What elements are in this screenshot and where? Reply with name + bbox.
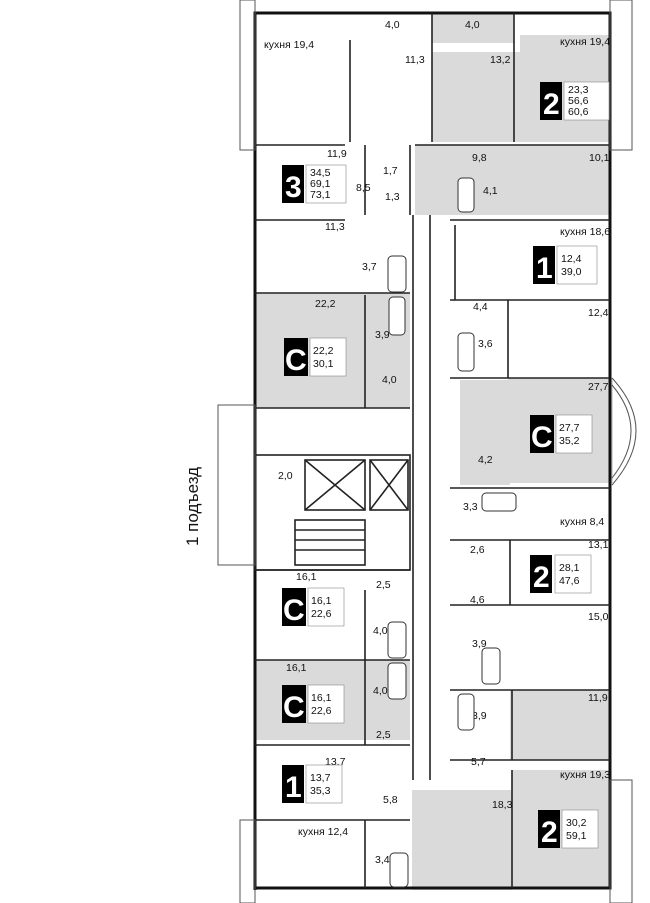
room-label: 11,9 bbox=[588, 692, 608, 704]
apartment-type: 1 bbox=[285, 771, 302, 804]
room-label: 4,0 bbox=[373, 685, 388, 697]
balconies bbox=[217, 0, 637, 903]
room-label: 22,2 bbox=[315, 298, 336, 310]
area-full: 59,1 bbox=[566, 830, 587, 842]
inner-walls bbox=[254, 13, 610, 888]
room-label: кухня 12,4 bbox=[298, 826, 348, 838]
apartment-type: С bbox=[531, 421, 553, 454]
area-full: 39,0 bbox=[561, 266, 582, 278]
room-label: 4,0 bbox=[373, 625, 388, 637]
area-total: 13,7 bbox=[310, 772, 331, 784]
room-label: 2,5 bbox=[376, 579, 391, 591]
room-label: 13,2 bbox=[490, 54, 511, 66]
area-living: 56,6 bbox=[568, 95, 589, 107]
entrance-label: 1 подъезд bbox=[183, 467, 202, 546]
room-label: 3,4 bbox=[375, 854, 390, 866]
room-label: 2,0 bbox=[278, 470, 293, 482]
room-labels: кухня 19,4 4,0 4,0 кухня 19,4 11,3 13,2 … bbox=[264, 19, 610, 866]
area-full: 47,6 bbox=[559, 575, 580, 587]
apartment-badge: 1 13,7 35,3 bbox=[282, 764, 343, 804]
room-label: кухня 8,4 bbox=[560, 516, 604, 528]
room-label: 3,6 bbox=[478, 338, 493, 350]
bathroom-fixtures bbox=[387, 177, 517, 888]
area-full: 35,2 bbox=[559, 435, 580, 447]
area-full: 22,6 bbox=[311, 608, 332, 620]
room-label: 12,4 bbox=[588, 307, 609, 319]
room-label: 11,9 bbox=[327, 148, 347, 160]
room-label: 3,7 bbox=[362, 261, 377, 273]
apartment-type: 1 bbox=[536, 252, 553, 285]
apartment-type: С bbox=[283, 594, 305, 627]
apartment-type: С bbox=[285, 344, 307, 377]
area-total: 23,3 bbox=[568, 84, 589, 96]
area-full: 60,6 bbox=[568, 106, 589, 118]
area-total: 12,4 bbox=[561, 253, 582, 265]
room-label: 11,3 bbox=[325, 221, 345, 233]
area-living: 69,1 bbox=[310, 178, 331, 190]
area-full: 35,3 bbox=[310, 785, 331, 797]
room-label: 2,6 bbox=[470, 544, 485, 556]
area-total: 34,5 bbox=[310, 167, 331, 179]
room-label: 13,1 bbox=[588, 539, 609, 551]
apartment-badge: 2 23,3 56,6 60,6 bbox=[540, 81, 610, 121]
apartment-type: 2 bbox=[541, 816, 558, 849]
area-total: 28,1 bbox=[559, 562, 580, 574]
area-total: 27,7 bbox=[559, 422, 580, 434]
apartment-badge: 2 30,2 59,1 bbox=[538, 809, 599, 849]
room-label: 3,9 bbox=[375, 329, 390, 341]
apartment-badge: С 16,1 22,6 bbox=[282, 587, 345, 627]
room-label: 1,7 bbox=[383, 165, 398, 177]
room-label: 9,8 bbox=[472, 152, 487, 164]
apartment-badges: 2 23,3 56,6 60,6 3 34,5 69,1 73,1 1 12,4… bbox=[282, 81, 610, 849]
room-label: 3,9 bbox=[472, 710, 487, 722]
room-label: 3,3 bbox=[463, 501, 478, 513]
apartment-type: 2 bbox=[543, 88, 560, 121]
apartment-badge: С 16,1 22,6 bbox=[282, 684, 345, 724]
apartment-badge: С 22,2 30,1 bbox=[284, 337, 347, 377]
room-label: 4,1 bbox=[483, 185, 498, 197]
room-label: 4,2 bbox=[478, 454, 493, 466]
room-label: 18,3 bbox=[492, 799, 513, 811]
room-label: кухня 19,3 bbox=[560, 769, 610, 781]
apartment-type: 2 bbox=[533, 561, 550, 594]
room-label: 4,0 bbox=[385, 19, 400, 31]
room-label: 4,0 bbox=[382, 374, 397, 386]
area-total: 16,1 bbox=[311, 692, 332, 704]
apartment-type: 3 bbox=[285, 171, 302, 204]
room-label: 15,0 bbox=[588, 611, 609, 623]
room-label: 16,1 bbox=[296, 571, 317, 583]
apartment-badge: С 27,7 35,2 bbox=[530, 414, 593, 454]
area-full: 30,1 bbox=[313, 358, 334, 370]
room-label: 4,6 bbox=[470, 594, 485, 606]
area-total: 22,2 bbox=[313, 345, 334, 357]
room-label: 11,3 bbox=[405, 54, 425, 66]
room-label: 16,1 bbox=[286, 662, 307, 674]
room-label: 10,1 bbox=[589, 152, 610, 164]
room-label: 5,8 bbox=[383, 794, 398, 806]
area-total: 16,1 bbox=[311, 595, 332, 607]
room-label: 2,5 bbox=[376, 729, 391, 741]
room-label: кухня 18,6 bbox=[560, 226, 610, 238]
room-label: кухня 19,4 bbox=[560, 36, 610, 48]
apartment-badge: 1 12,4 39,0 bbox=[533, 245, 598, 285]
apartment-badge: 3 34,5 69,1 73,1 bbox=[282, 164, 347, 204]
room-label: 4,4 bbox=[473, 301, 488, 313]
area-full: 22,6 bbox=[311, 705, 332, 717]
room-label: 27,7 bbox=[588, 381, 609, 393]
room-label: 1,3 bbox=[385, 191, 400, 203]
room-label: 5,7 bbox=[471, 756, 486, 768]
room-label: 4,0 bbox=[465, 19, 480, 31]
room-label: кухня 19,4 bbox=[264, 39, 314, 51]
area-full: 73,1 bbox=[310, 189, 331, 201]
area-total: 30,2 bbox=[566, 817, 587, 829]
apartment-badge: 2 28,1 47,6 bbox=[530, 554, 592, 594]
room-label: 8,5 bbox=[356, 182, 371, 194]
room-label: 3,9 bbox=[472, 638, 487, 650]
apartment-type: С bbox=[283, 691, 305, 724]
